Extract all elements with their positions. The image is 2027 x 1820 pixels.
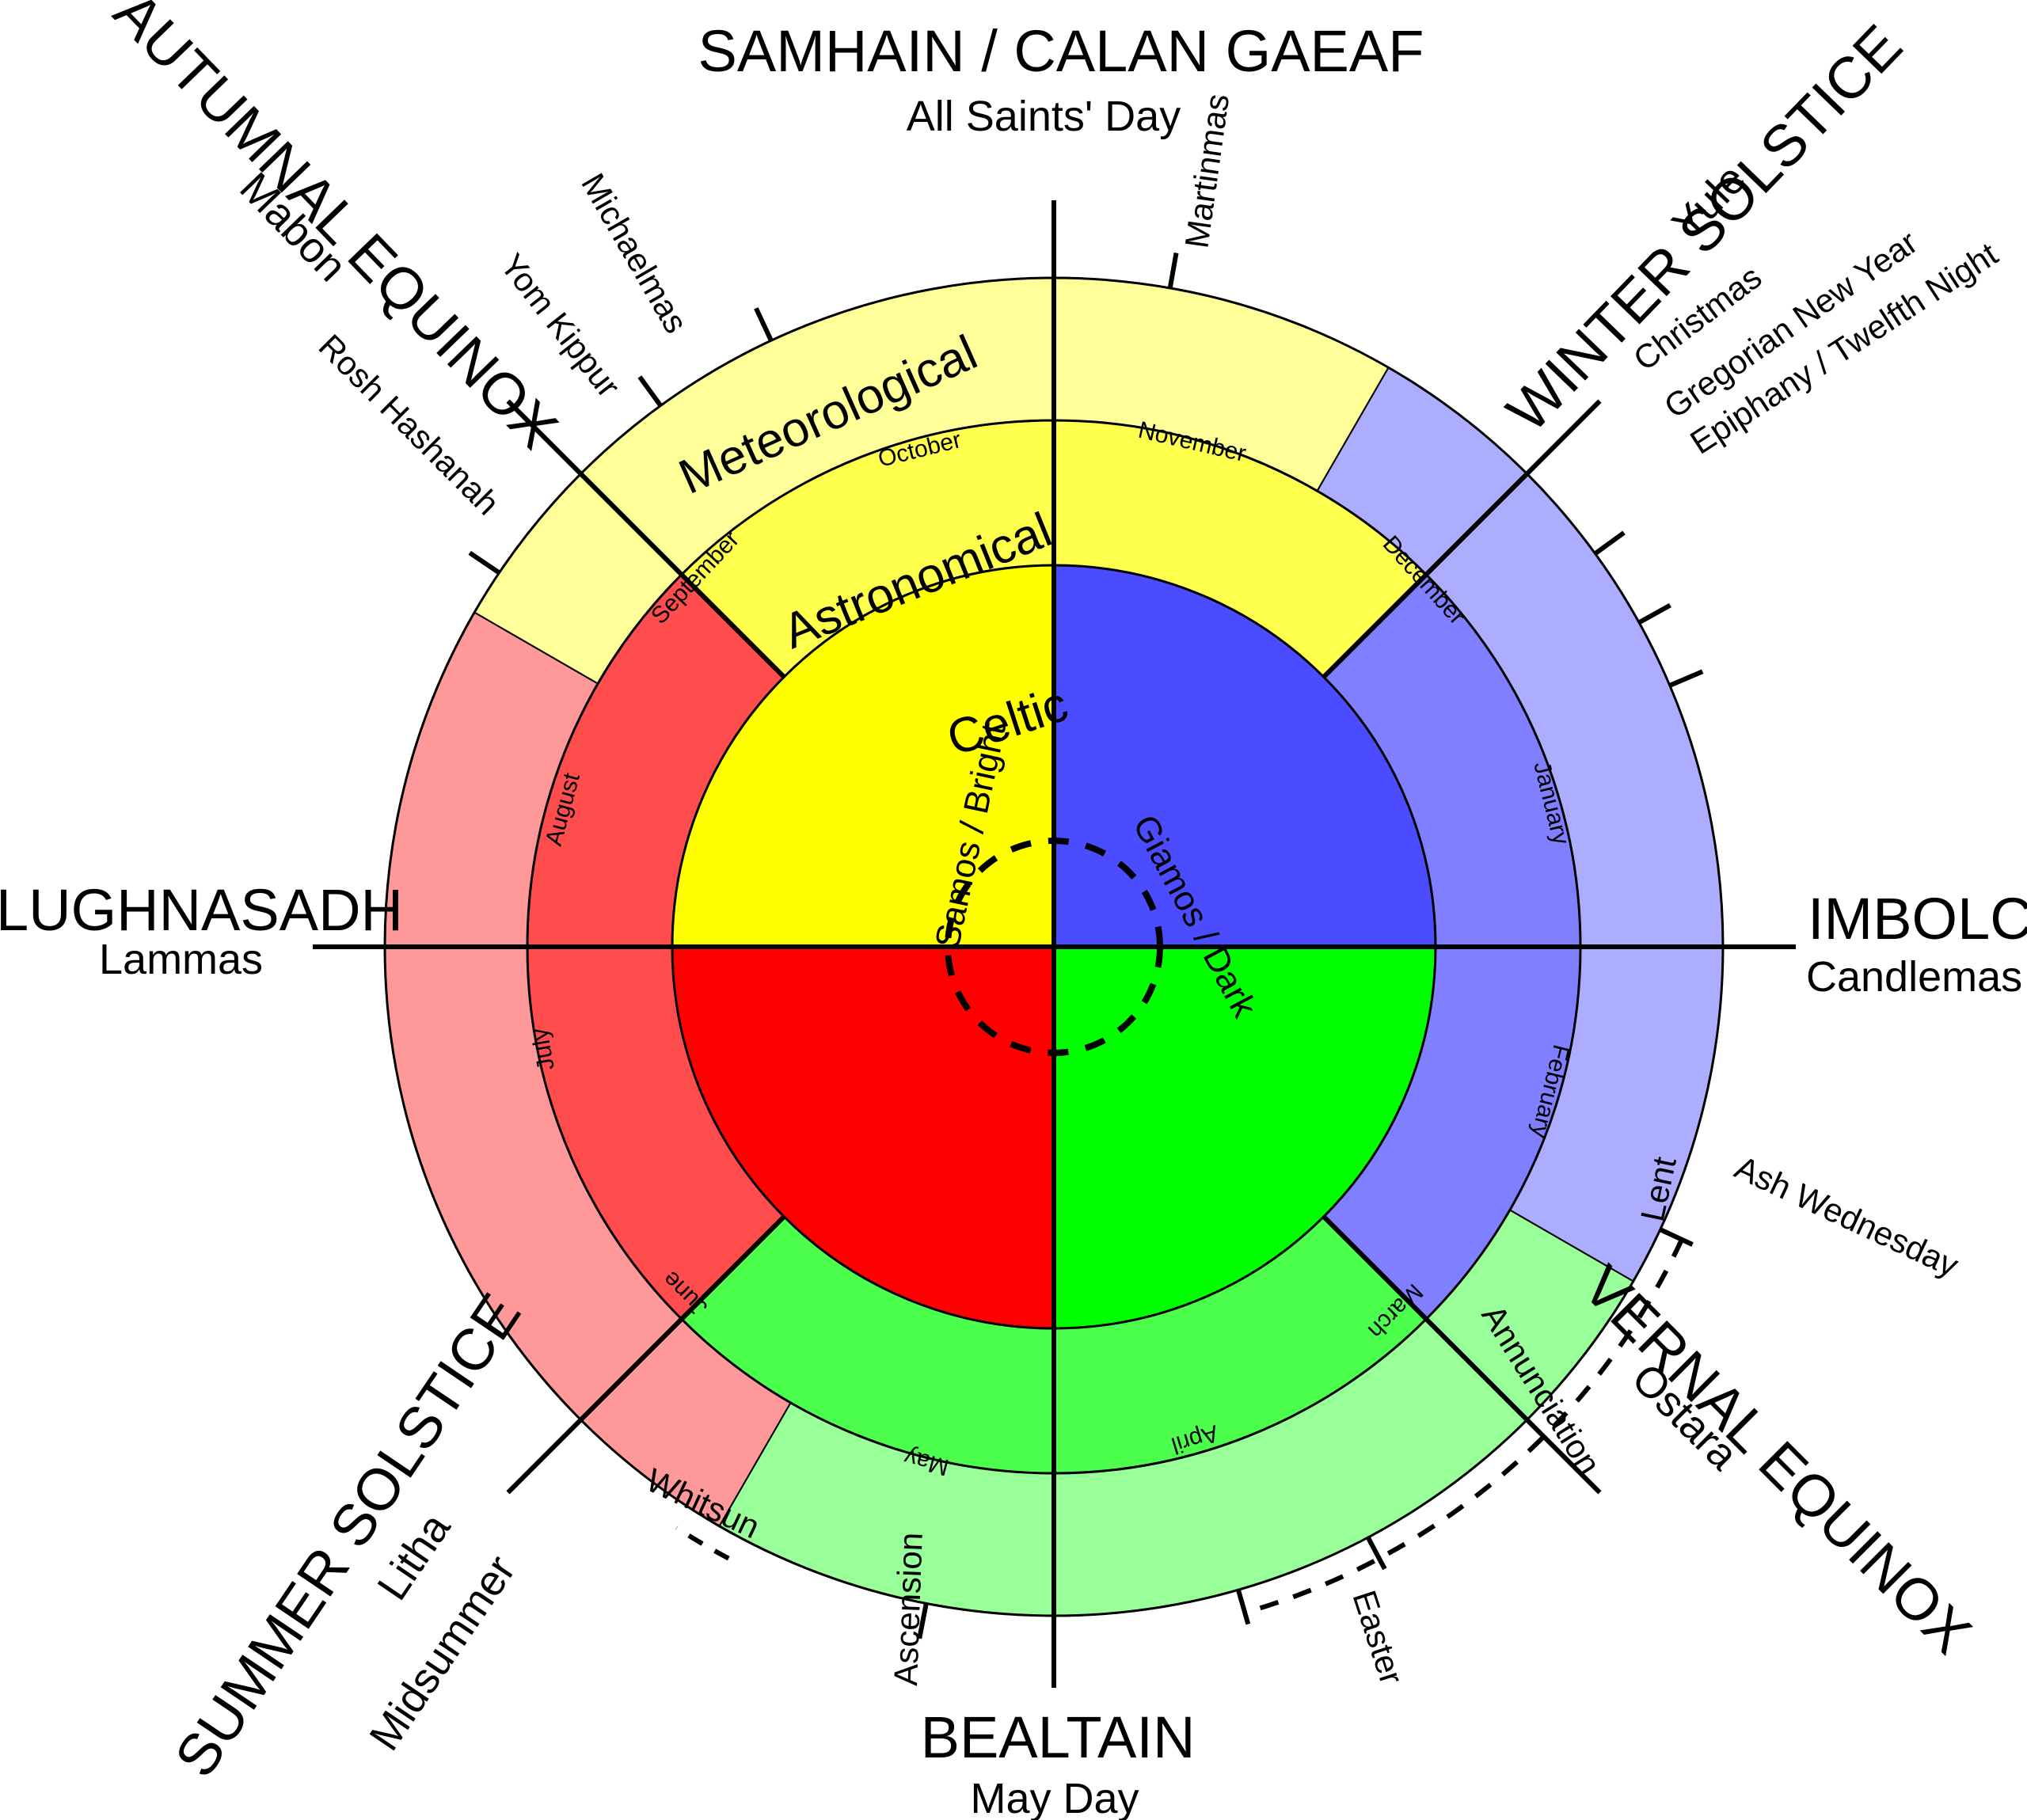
rosh-hashanah-tick	[468, 550, 501, 575]
ascension-tick	[917, 1602, 929, 1640]
bealtain-label: BEALTAIN	[921, 1704, 1196, 1770]
axis-winter-solstice	[1322, 399, 1602, 679]
imbolc-label: IMBOLC	[1808, 886, 2027, 952]
ash-wednesday-label: Ash Wednesday	[1729, 1149, 1964, 1285]
celtic-spring_quarter	[1054, 947, 1436, 1328]
ash-wednesday-tick	[1659, 1227, 1694, 1247]
celtic-autumn_quarter	[672, 565, 1054, 947]
celtic-summer_quarter	[672, 947, 1054, 1328]
celtic-dark_quarter	[1054, 565, 1436, 947]
celtic-ring	[672, 565, 1436, 1328]
may-day-label: May Day	[970, 1775, 1139, 1820]
summer-solstice-label: SUMMER SOLSTICE	[162, 1282, 533, 1788]
gregorian-new-year-tick	[1637, 602, 1671, 625]
samhain-label: SAMHAIN / CALAN GAEAF	[698, 18, 1424, 84]
christmas-tick	[1593, 530, 1626, 556]
axis-vernal-equinox	[1322, 1214, 1602, 1495]
annunciation-tick	[1366, 1536, 1387, 1571]
ascension-label: Ascension	[887, 1532, 930, 1686]
candlemas-label: Candlemas	[1806, 953, 2022, 1001]
festival-ticks	[468, 253, 1704, 1640]
axis-lines	[313, 200, 1796, 1688]
epiphany-tick	[1668, 669, 1704, 688]
autumnal-equinox-label: AUTUMNAL EQUINOX	[101, 0, 570, 461]
axis-autumnal-equinox	[506, 399, 786, 679]
vernal-equinox-label: VERNAL EQUINOX	[1571, 1253, 1984, 1666]
lughnasadh-label: LUGHNASADH	[0, 877, 403, 943]
axis-summer-solstice	[506, 1214, 786, 1495]
easter-label: Easter	[1345, 1586, 1410, 1689]
lent-dashed-arc	[1244, 1238, 1684, 1615]
martinmas-label: Martinmas	[1177, 92, 1236, 251]
yom-kippur-tick	[637, 375, 663, 408]
bright-dark-divider-circle	[945, 838, 1163, 1056]
michaelmas-tick	[754, 307, 774, 342]
martinmas-tick	[1167, 253, 1179, 289]
easter-tick	[1236, 1589, 1251, 1625]
all-saints-day-label: All Saints' Day	[907, 93, 1181, 140]
lammas-label: Lammas	[99, 936, 263, 983]
michaelmas-label: Michaelmas	[574, 167, 695, 340]
whitsun-dashed-arc	[675, 1526, 730, 1561]
